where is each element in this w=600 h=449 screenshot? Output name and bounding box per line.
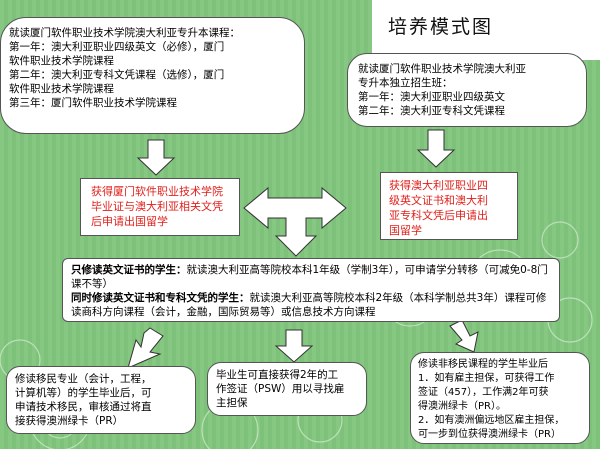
text-line: 软件职业技术学院课程	[9, 55, 114, 67]
text-line: 得澳洲绿卡（PR）。	[418, 401, 506, 412]
text-line: 2．如有澳洲偏远地区雇主担保，	[418, 415, 565, 426]
text-line: 作签证（PSW）用以寻找雇	[216, 383, 345, 395]
text-line: 后申请出国留学	[91, 215, 168, 228]
non-migration-box: 修读非移民课程的学生毕业后 1．如有雇主担保，可获得工作 签证（457），工作满…	[410, 352, 590, 444]
outcome-box-right: 获得澳大利亚职业四 级英文证书和澳大利 亚专科文凭后申请出 国留学	[380, 172, 518, 240]
cross-arrow	[243, 186, 347, 257]
migration-box: 修读移民专业（会计，工程， 计算机等）的学生毕业后，可 申请技术移民，审核通过将…	[6, 366, 196, 434]
text-line: 就读厦门软件职业技术学院澳大利亚	[358, 63, 526, 75]
text-line: 国留学	[389, 224, 422, 237]
english-diploma-paragraph: 同时修读英文证书和专科文凭的学生：就读澳大利亚高等院校本科2年级（本科学制总共3…	[71, 291, 551, 319]
text-line: 毕业生可直接获得2年的工	[216, 369, 339, 381]
english-only-text: 就读澳大利亚高等院校本科1年级（学制3年），可申请学分转移（可减免0-8门课不等…	[71, 264, 548, 290]
text-line: 主担保	[216, 397, 248, 409]
text-line: 亚专科文凭后申请出	[389, 209, 488, 222]
text-line: 修读移民专业（会计，工程，	[15, 373, 152, 385]
diagram-title: 培养模式图	[388, 16, 494, 38]
study-path-box: 只修读英文证书的学生：就读澳大利亚高等院校本科1年级（学制3年），可申请学分转移…	[62, 258, 560, 322]
outcome-box-left: 获得厦门软件职业技术学院 毕业证与澳大利亚相关文凭 后申请出国留学	[80, 178, 240, 236]
text-line: 专升本独立招生班：	[358, 77, 453, 89]
down-arrow-right	[416, 129, 456, 168]
text-line: 修读非移民课程的学生毕业后	[418, 359, 548, 370]
text-line: 软件职业技术学院课程	[9, 83, 114, 95]
program-box-independent: 就读厦门软件职业技术学院澳大利亚 专升本独立招生班： 第一年：澳大利亚职业四级英…	[347, 53, 587, 127]
english-diploma-text: 就读澳大利亚高等院校本科2年级（本科学制总共3年）课程可修读商科方向课程（会计，…	[71, 292, 547, 318]
text-line: 接获得澳洲绿卡（PR）	[15, 415, 124, 427]
text-line: 1．如有雇主担保，可获得工作	[418, 373, 555, 384]
text-line: 第一年：澳大利亚职业四级英文	[358, 91, 505, 103]
text-line: 第二年：澳大利亚专科文凭课程	[358, 105, 505, 117]
text-line: 第二年：澳大利亚专科文凭课程（选修），厦门	[9, 69, 225, 81]
down-arrow-lower-right	[449, 319, 479, 353]
text-line: 获得澳大利亚职业四	[389, 179, 488, 192]
text-line: 获得厦门软件职业技术学院	[91, 185, 223, 198]
text-line: 签证（457），工作满2年可获	[418, 387, 549, 398]
text-line: 第三年：厦门软件职业技术学院课程	[9, 97, 177, 109]
text-line: 第一年：澳大利亚职业四级英文（必修），厦门	[9, 41, 225, 53]
text-line: 级英文证书和澳大利	[389, 194, 488, 207]
text-line: 可一步到位获得澳洲绿卡（PR）	[418, 429, 561, 440]
text-line: 申请技术移民，审核通过将直	[15, 401, 152, 413]
down-arrow-lower-left	[127, 327, 164, 369]
english-only-paragraph: 只修读英文证书的学生：就读澳大利亚高等院校本科1年级（学制3年），可申请学分转移…	[71, 263, 551, 291]
text-line: 毕业证与澳大利亚相关文凭	[91, 200, 223, 213]
english-only-heading: 只修读英文证书的学生：	[71, 264, 187, 276]
text-line: 计算机等）的学生毕业后，可	[15, 387, 152, 399]
work-visa-box: 毕业生可直接获得2年的工 作签证（PSW）用以寻找雇 主担保	[207, 362, 367, 416]
text-line: 就读厦门软件职业技术学院澳大利亚专升本课程：	[9, 27, 240, 39]
down-arrow-left	[136, 139, 176, 176]
down-arrow-lower-middle	[274, 329, 314, 363]
english-diploma-heading: 同时修读英文证书和专科文凭的学生：	[71, 292, 250, 304]
program-box-upgrade: 就读厦门软件职业技术学院澳大利亚专升本课程： 第一年：澳大利亚职业四级英文（必修…	[0, 17, 305, 134]
